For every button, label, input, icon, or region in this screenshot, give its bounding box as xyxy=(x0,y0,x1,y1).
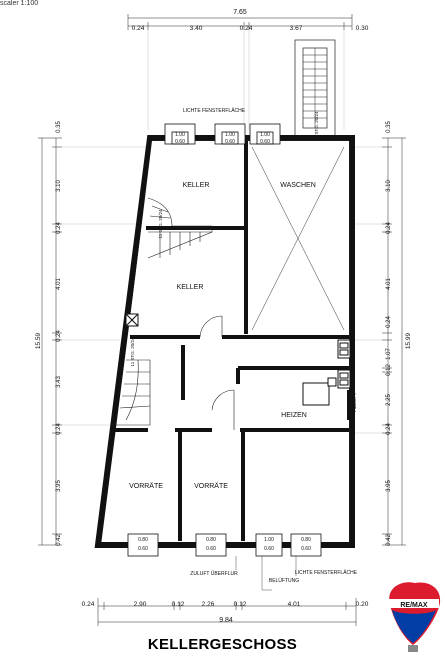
top-clip-text: scaler 1:100 xyxy=(0,0,39,7)
interior-walls xyxy=(110,141,351,541)
top-windows xyxy=(164,123,281,145)
annotation-abluft: ABLUFT xyxy=(352,392,358,411)
dim-bottom-part: 0.12 xyxy=(234,601,247,608)
bottom-windows xyxy=(127,533,322,557)
window-top-width: 1.00 xyxy=(225,132,235,138)
dim-bottom-part: 2.90 xyxy=(134,601,147,608)
window-bottom-width: 0.80 xyxy=(206,537,216,543)
annotation-lichte-fensterflaeche: LICHTE FENSTERFLÄCHE xyxy=(295,569,358,576)
dim-right-part: 0.24 xyxy=(386,423,392,435)
annotation-zuluft: ZULUFT ÜBERFLUR xyxy=(190,570,238,577)
window-label-top: LICHTE FENSTERFLÄCHE xyxy=(183,107,246,114)
dim-top-part: 3.67 xyxy=(290,25,303,32)
dim-right-part: 0.35 xyxy=(386,121,392,133)
dim-top-part: 0.24 xyxy=(240,25,253,32)
dim-left-part: 0.24 xyxy=(56,423,62,435)
window-top-width: 1.00 xyxy=(260,132,270,138)
dim-bottom-part: 2.26 xyxy=(202,601,215,608)
dim-left-part: 0.24 xyxy=(56,330,62,342)
window-top-height: 0.60 xyxy=(225,139,235,145)
dimension-lines xyxy=(38,14,406,626)
room-label-waschen: WASCHEN xyxy=(280,182,316,189)
dim-left-part: 3.43 xyxy=(56,376,62,388)
stair-lower xyxy=(112,359,151,426)
dim-top-part: 0.24 xyxy=(132,25,145,32)
stair-label-upper: 11 STG. 20/24 xyxy=(158,209,163,238)
stair-label-external: 11 STG. 20/24 xyxy=(314,111,319,140)
window-top-height: 0.60 xyxy=(260,139,270,145)
dim-left-part: 0.24 xyxy=(56,222,62,234)
dim-bottom-part: 0.20 xyxy=(356,601,369,608)
window-bottom-height: 0.60 xyxy=(138,546,148,552)
dim-top-part: 3.40 xyxy=(190,25,203,32)
doors xyxy=(199,315,235,430)
window-bottom-width: 1.00 xyxy=(264,537,274,543)
dim-left-part: 0.42 xyxy=(56,534,62,546)
dim-right-part: 3.95 xyxy=(386,480,392,492)
stair-label-lower: 11 STG. 20/24 xyxy=(130,337,135,366)
window-bottom-height: 0.60 xyxy=(301,546,311,552)
dim-right-part: 0.24 xyxy=(386,316,392,328)
dim-right-part: 0.24 xyxy=(386,222,392,234)
dim-left-part: 3.95 xyxy=(56,480,62,492)
page-title: KELLERGESCHOSS xyxy=(147,636,298,653)
dim-right-part: 4.01 xyxy=(386,278,392,290)
window-bottom-height: 0.60 xyxy=(264,546,274,552)
outer-walls xyxy=(94,135,355,548)
room-label-vorraete-right: VORRÄTE xyxy=(194,482,228,490)
room-label-keller-mid: KELLER xyxy=(177,284,204,291)
dim-right-part: 3.10 xyxy=(386,180,392,192)
annotation-belueftung: BELÜFTUNG xyxy=(269,577,299,584)
dim-right-total: 15.99 xyxy=(405,332,412,349)
dim-left-part: 0.35 xyxy=(56,121,62,133)
shafts xyxy=(125,313,351,406)
window-top-width: 1.00 xyxy=(175,132,185,138)
window-bottom-width: 0.80 xyxy=(301,537,311,543)
dim-bottom-part: 4.01 xyxy=(288,601,301,608)
remax-logo-text: RE/MAX xyxy=(400,602,428,609)
annotation-leaders xyxy=(235,556,297,591)
dim-bottom-part: 0.12 xyxy=(172,601,185,608)
dim-right-part: 0.12 xyxy=(386,364,392,376)
window-bottom-width: 0.80 xyxy=(138,537,148,543)
dim-right-part: 0.42 xyxy=(386,534,392,546)
window-top-height: 0.60 xyxy=(175,139,185,145)
dim-left-total: 15.59 xyxy=(35,332,42,349)
remax-balloon-logo xyxy=(389,582,441,652)
dim-top-part: 0.30 xyxy=(356,25,369,32)
room-label-keller-top: KELLER xyxy=(183,182,210,189)
room-label-heizen: HEIZEN xyxy=(281,412,307,419)
dim-left-part: 4.01 xyxy=(56,278,62,290)
dim-bottom-part: 0.24 xyxy=(82,601,95,608)
stair-upper xyxy=(147,197,213,259)
waschen-void-cross xyxy=(251,146,345,331)
dim-left-part: 3.10 xyxy=(56,180,62,192)
window-bottom-height: 0.60 xyxy=(206,546,216,552)
room-label-vorraete-left: VORRÄTE xyxy=(129,482,163,490)
dim-bottom-total: 9.84 xyxy=(219,617,233,624)
dim-right-part: 2.25 xyxy=(386,394,392,406)
dim-right-part: 1.07 xyxy=(386,348,392,360)
dim-top-total: 7.65 xyxy=(233,9,247,16)
